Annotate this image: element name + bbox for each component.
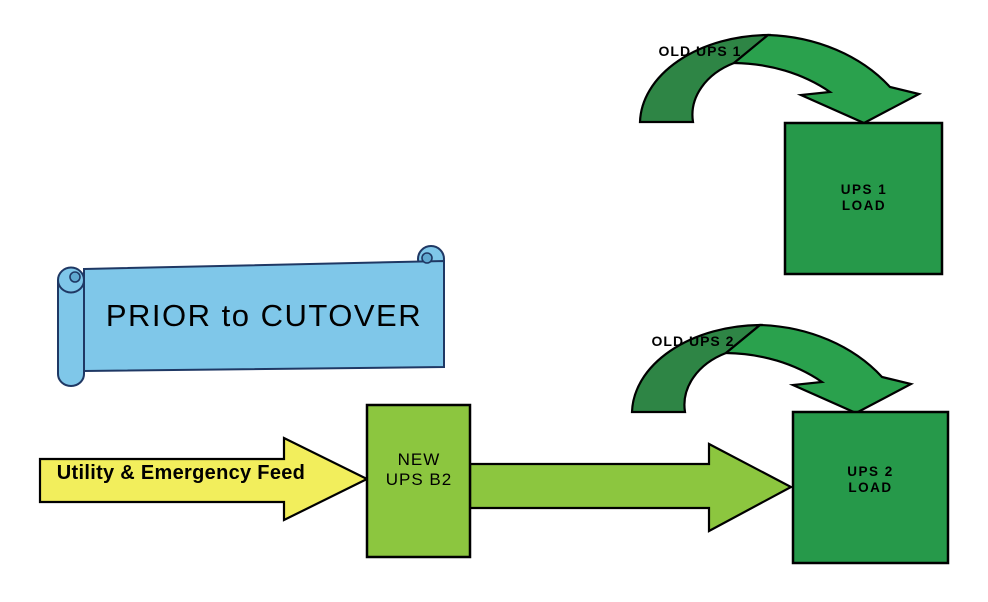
banner-left-roll	[57, 280, 85, 387]
ups1-load-box	[783, 121, 944, 276]
banner-curl-spiral	[421, 252, 433, 264]
banner-panel	[83, 259, 445, 373]
old-ups-2-curved-arrow	[630, 323, 913, 415]
utility-feed-arrow	[38, 436, 370, 522]
banner-left-roll-spiral	[69, 271, 81, 283]
ups2-load-box	[791, 410, 950, 565]
old-ups-1-curved-arrow	[638, 33, 921, 125]
new-ups-power-arrow	[468, 442, 794, 533]
new-ups-b2-box	[365, 403, 472, 559]
prior-cutover-banner	[57, 245, 445, 387]
